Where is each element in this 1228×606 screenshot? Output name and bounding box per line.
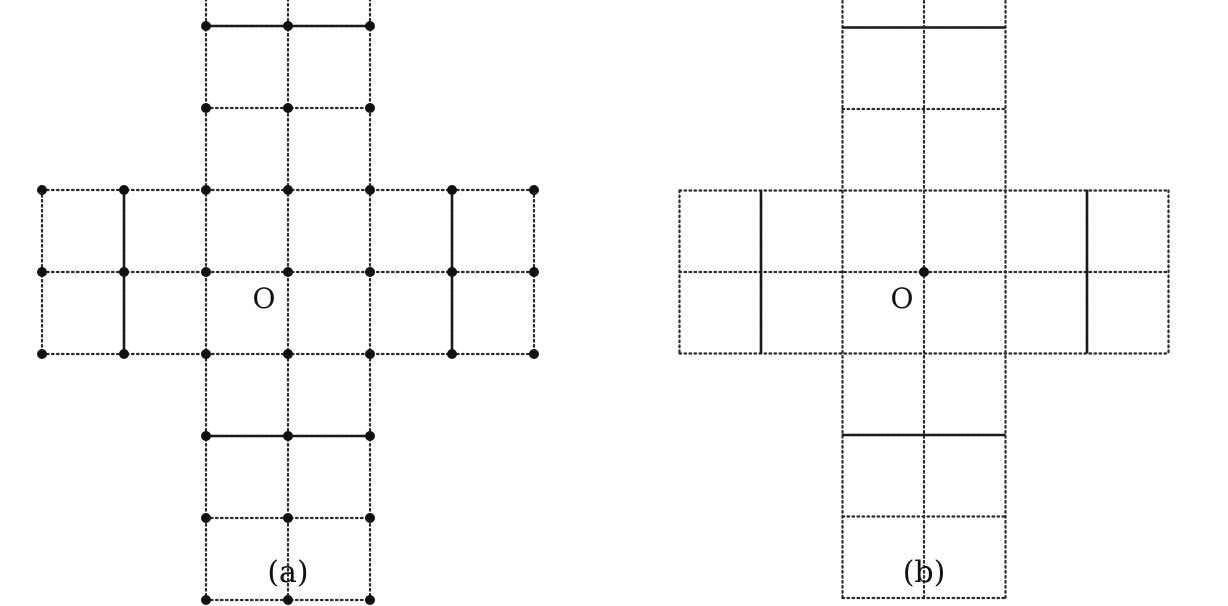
lattice-node (201, 349, 211, 359)
panel-b-nodes (919, 267, 929, 277)
lattice-node (37, 267, 47, 277)
lattice-node (283, 431, 293, 441)
lattice-node (283, 513, 293, 523)
lattice-node (365, 185, 375, 195)
lattice-node (529, 185, 539, 195)
panel-b-dotted-grid (678, 0, 1170, 600)
lattice-node (283, 103, 293, 113)
lattice-node (447, 267, 457, 277)
lattice-node (447, 185, 457, 195)
panel-a-origin-label: O (253, 282, 276, 315)
lattice-node (283, 21, 293, 31)
lattice-node (447, 349, 457, 359)
lattice-node (365, 103, 375, 113)
panel-a-dotted-grid (40, 0, 536, 602)
lattice-node (201, 431, 211, 441)
lattice-node (529, 349, 539, 359)
lattice-node (283, 185, 293, 195)
panel-b-solid-lines (759, 26, 1089, 437)
panel-a-nodes (37, 21, 539, 605)
lattice-node (201, 185, 211, 195)
panel-a: O (a) (37, 0, 539, 605)
lattice-node (37, 349, 47, 359)
lattice-node (365, 595, 375, 605)
lattice-node (201, 595, 211, 605)
lattice-node (201, 267, 211, 277)
lattice-node (365, 349, 375, 359)
panel-a-caption: (a) (267, 555, 308, 590)
lattice-node (529, 267, 539, 277)
lattice-node (365, 431, 375, 441)
panel-b-caption: (b) (903, 555, 946, 590)
panel-b: O (b) (678, 0, 1170, 600)
lattice-node (201, 21, 211, 31)
lattice-node (365, 21, 375, 31)
lattice-node (283, 595, 293, 605)
lattice-node (201, 103, 211, 113)
panel-b-origin-label: O (891, 282, 914, 315)
lattice-node (283, 267, 293, 277)
lattice-node (37, 185, 47, 195)
lattice-node (365, 513, 375, 523)
origin-node (919, 267, 929, 277)
lattice-node (119, 185, 129, 195)
lattice-node (283, 349, 293, 359)
lattice-node (119, 267, 129, 277)
lattice-node (119, 349, 129, 359)
lattice-node (365, 267, 375, 277)
lattice-node (201, 513, 211, 523)
